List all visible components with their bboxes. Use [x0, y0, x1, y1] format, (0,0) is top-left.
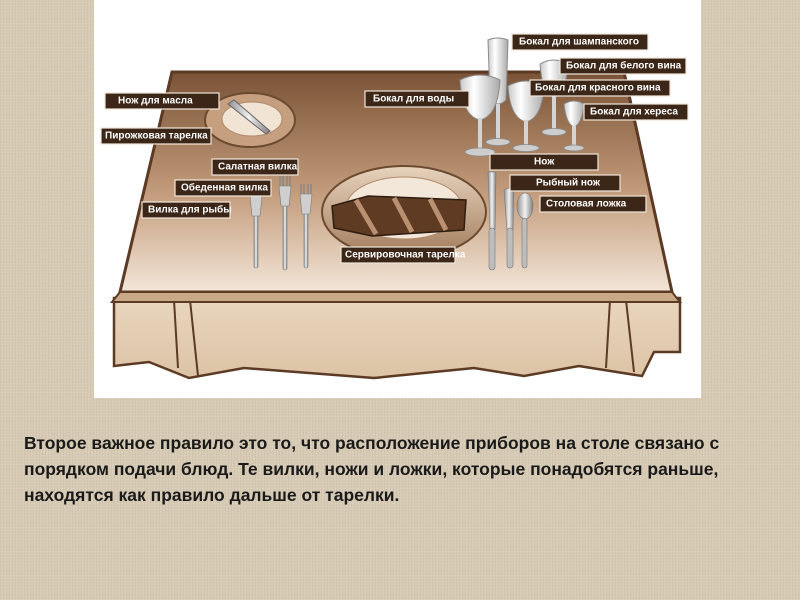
sherry-glass — [563, 100, 585, 152]
bread-plate-group — [204, 92, 296, 148]
label-red-wine-glass: Бокал для красного вина — [529, 79, 671, 97]
label-soup-spoon: Столовая ложка — [539, 195, 647, 213]
dinner-fork — [278, 176, 292, 271]
water-glass — [459, 74, 501, 157]
table-setting-illustration: Бокал для шампанского Бокал для белого в… — [94, 0, 701, 398]
svg-text:Сервировочная тарелка: Сервировочная тарелка — [345, 250, 466, 261]
svg-text:Пирожковая тарелка: Пирожковая тарелка — [105, 131, 208, 142]
svg-text:Столовая ложка: Столовая ложка — [546, 199, 627, 210]
svg-text:Салатная вилка: Салатная вилка — [218, 162, 298, 173]
svg-text:Нож: Нож — [534, 157, 555, 168]
svg-text:Вилка для рыбы: Вилка для рыбы — [148, 204, 232, 216]
butter-knife — [227, 99, 271, 135]
label-dinner-fork: Обеденная вилка — [174, 179, 272, 197]
svg-text:Бокал для хереса: Бокал для хереса — [590, 107, 678, 118]
svg-text:Обеденная вилка: Обеденная вилка — [181, 182, 268, 194]
fish-fork — [249, 186, 263, 269]
svg-text:Нож для масла: Нож для масла — [118, 96, 193, 107]
forks — [249, 176, 313, 271]
table-setting-diagram: Бокал для шампанского Бокал для белого в… — [100, 33, 689, 380]
tablecloth-skirt — [112, 296, 682, 380]
dinner-knife — [487, 171, 497, 271]
svg-text:Бокал для воды: Бокал для воды — [373, 94, 454, 105]
salad-fork — [299, 184, 313, 269]
glasses — [459, 37, 585, 157]
tablecloth-fold-left — [173, 299, 199, 377]
label-bread-plate: Пирожковая тарелка — [100, 127, 212, 145]
label-service-plate: Сервировочная тарелка — [340, 246, 466, 264]
label-white-wine-glass: Бокал для белого вина — [559, 57, 687, 75]
label-butter-knife: Нож для масла — [104, 92, 220, 110]
table-edge — [109, 291, 683, 303]
service-plate-group — [321, 165, 487, 259]
label-sherry-glass: Бокал для хереса — [583, 103, 689, 121]
label-fish-fork: Вилка для рыбы — [141, 201, 232, 219]
label-knife: Нож — [489, 153, 599, 171]
fish-knife — [503, 185, 515, 269]
slide-caption: Второе важное правило это то, что распол… — [24, 433, 720, 505]
label-fish-knife: Рыбный нож — [509, 174, 621, 192]
knives-and-spoon — [487, 171, 534, 271]
label-salad-fork: Салатная вилка — [211, 158, 299, 176]
svg-text:Рыбный нож: Рыбный нож — [536, 177, 601, 189]
label-champagne-glass: Бокал для шампанского — [511, 33, 649, 51]
svg-text:Бокал для красного вина: Бокал для красного вина — [535, 83, 661, 94]
tablecloth-fold-right — [605, 299, 635, 373]
svg-text:Бокал для шампанского: Бокал для шампанского — [519, 37, 639, 48]
svg-text:Бокал для белого вина: Бокал для белого вина — [566, 60, 682, 72]
label-water-glass: Бокал для воды — [364, 90, 470, 108]
soup-spoon — [516, 192, 534, 269]
